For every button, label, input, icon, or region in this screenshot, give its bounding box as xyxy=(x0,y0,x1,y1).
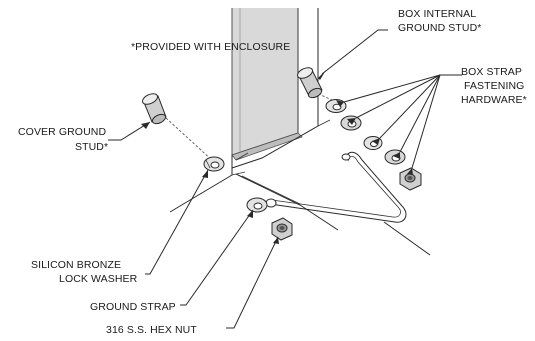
cover-ground-stud-label-line1: COVER GROUND xyxy=(18,126,106,138)
box-internal-ground-stud xyxy=(297,67,323,99)
enclosure-box xyxy=(231,8,303,161)
box-strap-label-line1: BOX STRAP xyxy=(461,66,522,78)
hex-nut-cover xyxy=(271,217,293,241)
box-strap-label-line3: HARDWARE* xyxy=(461,94,527,106)
box-internal-ground-stud-label-line1: BOX INTERNAL xyxy=(398,8,476,20)
ground-strap-label: GROUND STRAP xyxy=(90,301,176,313)
provided-with-enclosure-note: *PROVIDED WITH ENCLOSURE xyxy=(131,41,290,53)
box-strap-hardware xyxy=(325,99,422,191)
leader-lines xyxy=(108,29,462,329)
lock-washer-label-line1: SILICON BRONZE xyxy=(31,259,121,271)
lock-washer-label-line2: LOCK WASHER xyxy=(59,273,138,285)
box-strap-label-line2: FASTENING xyxy=(464,80,524,92)
cover-ground-stud xyxy=(142,93,167,125)
cover-ground-stud-label-line2: STUD* xyxy=(75,141,108,153)
strap-washer xyxy=(246,197,268,213)
assembly-axis-lines xyxy=(165,91,333,163)
hex-nut-label: 316 S.S. HEX NUT xyxy=(106,324,197,336)
cover-plate xyxy=(169,8,339,231)
box-internal-ground-stud-label-line2: GROUND STUD* xyxy=(398,22,481,34)
ground-strap xyxy=(265,151,431,256)
lock-washer xyxy=(203,156,225,172)
